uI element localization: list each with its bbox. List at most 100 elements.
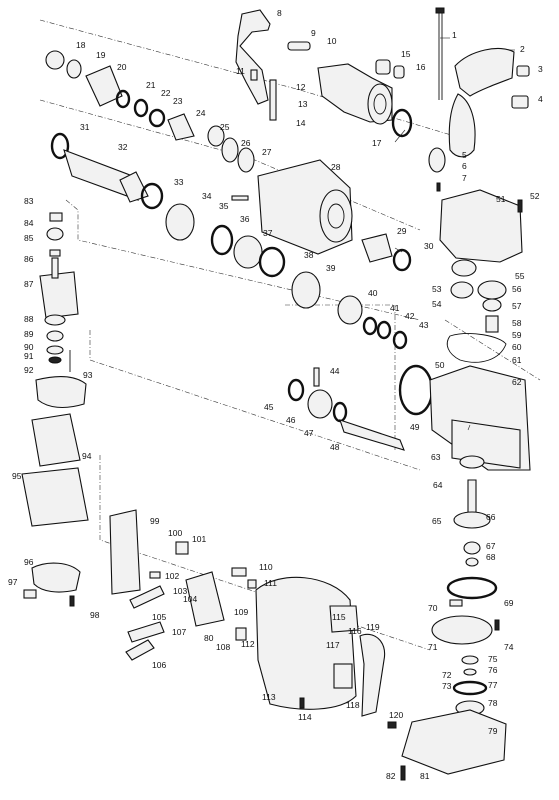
part-label-26: 26	[241, 138, 251, 148]
part-label-69: 69	[504, 598, 514, 608]
part-label-1: 1	[452, 30, 457, 40]
part-label-33: 33	[174, 177, 184, 187]
part-label-44: 44	[330, 366, 340, 376]
part-label-116: 116	[348, 626, 362, 636]
part-label-17: 17	[372, 138, 382, 148]
part-label-108: 108	[216, 642, 230, 652]
part-label-90: 90	[24, 342, 34, 352]
part-label-31: 31	[80, 122, 90, 132]
part-label-100: 100	[168, 528, 182, 538]
gear-assembly	[400, 455, 507, 781]
part-label-91: 91	[24, 351, 34, 361]
part-label-9: 9	[311, 28, 316, 38]
part-label-84: 84	[24, 218, 34, 228]
part-label-107: 107	[172, 627, 186, 637]
part-label-45: 45	[264, 402, 274, 412]
part-label-36: 36	[240, 214, 250, 224]
part-label-94: 94	[82, 451, 92, 461]
part-label-113: 113	[262, 692, 276, 702]
part-label-59: 59	[512, 330, 522, 340]
part-label-43: 43	[419, 320, 429, 330]
part-label-37: 37	[263, 228, 273, 238]
part-label-93: 93	[83, 370, 93, 380]
part-label-25: 25	[220, 122, 230, 132]
part-label-86: 86	[24, 254, 34, 264]
part-label-8: 8	[277, 8, 282, 18]
part-label-87: 87	[24, 279, 34, 289]
part-label-118: 118	[346, 700, 360, 710]
part-label-4: 4	[538, 94, 543, 104]
part-label-12: 12	[296, 82, 306, 92]
part-label-81: 81	[420, 771, 430, 781]
part-label-76: 76	[488, 665, 498, 675]
part-label-11: 11	[236, 66, 245, 76]
part-label-120: 120	[389, 710, 403, 720]
part-label-47: 47	[304, 428, 314, 438]
part-label-22: 22	[161, 88, 171, 98]
part-label-32: 32	[118, 142, 128, 152]
part-label-42: 42	[405, 311, 415, 321]
part-label-14: 14	[296, 118, 306, 128]
part-label-10: 10	[327, 36, 337, 46]
part-label-88: 88	[24, 314, 34, 324]
part-label-2: 2	[520, 44, 525, 54]
part-label-40: 40	[368, 288, 378, 298]
part-label-97: 97	[8, 577, 18, 587]
switch-and-controls	[109, 509, 257, 661]
part-label-95: 95	[12, 471, 22, 481]
part-label-106: 106	[152, 660, 166, 670]
part-label-82: 82	[386, 771, 396, 781]
part-label-61: 61	[512, 355, 522, 365]
part-label-46: 46	[286, 415, 296, 425]
rear-handle-housing	[255, 576, 397, 729]
part-label-74: 74	[504, 642, 514, 652]
part-label-115: 115	[332, 612, 346, 622]
part-label-27: 27	[262, 147, 272, 157]
part-label-57: 57	[512, 301, 522, 311]
part-label-41: 41	[390, 303, 400, 313]
part-label-67: 67	[486, 541, 496, 551]
part-label-73: 73	[442, 681, 452, 691]
part-label-16: 16	[416, 62, 426, 72]
part-label-34: 34	[202, 191, 212, 201]
part-label-7: 7	[462, 173, 467, 183]
part-label-104: 104	[183, 594, 197, 604]
part-label-24: 24	[196, 108, 206, 118]
part-label-72: 72	[442, 670, 452, 680]
part-label-85: 85	[24, 233, 34, 243]
part-label-3: 3	[538, 64, 543, 74]
part-label-103: 103	[173, 586, 187, 596]
part-number-labels: 1234567891011121314151617181920212223242…	[8, 8, 543, 781]
part-label-13: 13	[298, 99, 308, 109]
part-label-19: 19	[96, 50, 106, 60]
side-grip	[428, 7, 530, 192]
part-label-78: 78	[488, 698, 498, 708]
part-label-38: 38	[304, 250, 314, 260]
part-label-6: 6	[462, 161, 467, 171]
part-label-79: 79	[488, 726, 498, 736]
part-label-39: 39	[326, 263, 336, 273]
part-label-114: 114	[298, 712, 312, 722]
part-label-64: 64	[433, 480, 443, 490]
part-label-105: 105	[152, 612, 166, 622]
part-label-110: 110	[259, 562, 273, 572]
part-label-21: 21	[146, 80, 156, 90]
part-label-5: 5	[462, 150, 467, 160]
part-label-29: 29	[397, 226, 407, 236]
crank-housing	[398, 189, 531, 471]
part-label-98: 98	[90, 610, 100, 620]
cylinder-assembly	[45, 50, 255, 173]
part-label-15: 15	[401, 49, 411, 59]
part-label-92: 92	[24, 365, 34, 375]
part-label-109: 109	[234, 607, 248, 617]
main-housing	[257, 159, 412, 272]
part-label-51: 51	[496, 194, 506, 204]
part-label-119: 119	[366, 622, 380, 632]
part-label-62: 62	[512, 377, 522, 387]
part-label-52: 52	[530, 191, 540, 201]
part-label-80: 80	[204, 633, 214, 643]
part-label-68: 68	[486, 552, 496, 562]
part-label-75: 75	[488, 654, 498, 664]
barrel-parts	[50, 132, 321, 309]
